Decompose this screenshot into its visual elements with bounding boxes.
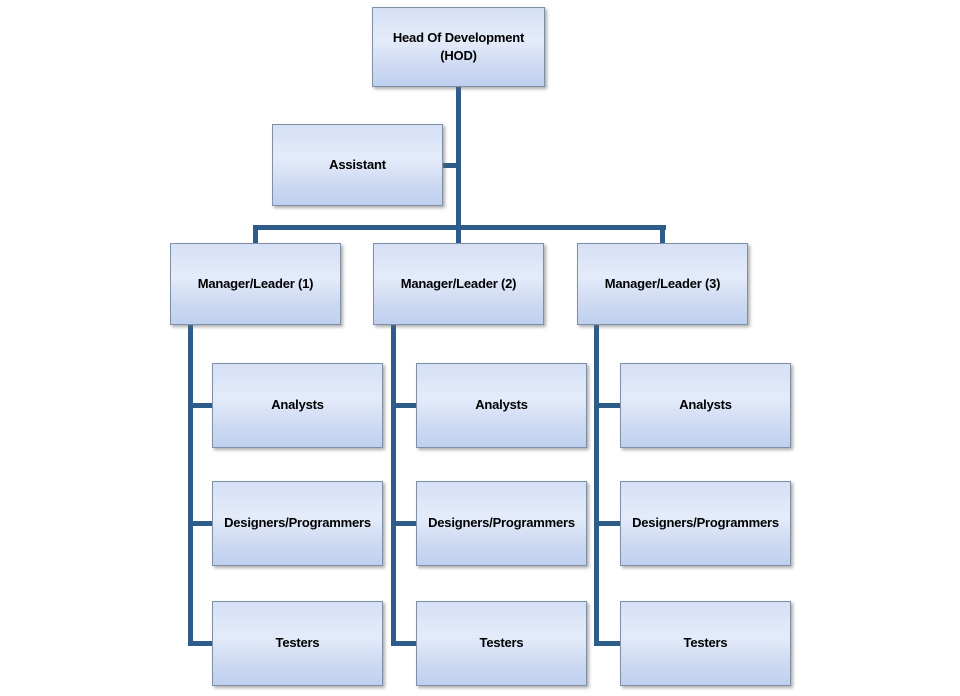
node-designers-programmers-3: Designers/Programmers (620, 481, 791, 566)
connector-hod-trunk (456, 86, 461, 244)
node-manager-leader-1: Manager/Leader (1) (170, 243, 341, 325)
node-analysts-2: Analysts (416, 363, 587, 448)
connector-col3-analysts (594, 403, 620, 408)
connector-managers-bar (253, 225, 666, 230)
connector-col2-analysts (391, 403, 416, 408)
connector-col2-testers (391, 641, 416, 646)
connector-col3-testers (594, 641, 620, 646)
node-manager-leader-3: Manager/Leader (3) (577, 243, 748, 325)
connector-col1-testers (188, 641, 212, 646)
connector-column-2 (391, 325, 396, 646)
node-manager-leader-2: Manager/Leader (2) (373, 243, 544, 325)
node-testers-1: Testers (212, 601, 383, 686)
node-testers-2: Testers (416, 601, 587, 686)
connector-stub-manager-1 (253, 228, 258, 244)
node-designers-programmers-2: Designers/Programmers (416, 481, 587, 566)
node-analysts-3: Analysts (620, 363, 791, 448)
node-analysts-1: Analysts (212, 363, 383, 448)
node-testers-3: Testers (620, 601, 791, 686)
connector-column-1 (188, 325, 193, 646)
connector-col1-analysts (188, 403, 212, 408)
connector-col2-designers (391, 521, 416, 526)
connector-col1-designers (188, 521, 212, 526)
connector-column-3 (594, 325, 599, 646)
connector-assistant (441, 163, 457, 168)
connector-stub-manager-3 (660, 228, 665, 244)
node-head-of-development: Head Of Development (HOD) (372, 7, 545, 87)
node-assistant: Assistant (272, 124, 443, 206)
node-designers-programmers-1: Designers/Programmers (212, 481, 383, 566)
connector-col3-designers (594, 521, 620, 526)
